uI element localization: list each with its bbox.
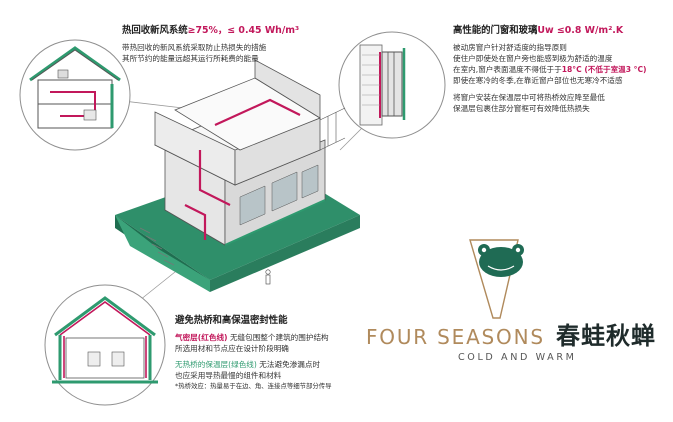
heat-recovery-title-value: ≥75%，≤ 0.45 Wh/m³ [187, 25, 300, 36]
windows-title-text: 高性能的门窗和玻璃 [453, 25, 538, 36]
heat-recovery-title: 热回收新风系统≥75%，≤ 0.45 Wh/m³ [122, 22, 299, 36]
insulation-layer-text: 无法避免渗漏点时 [259, 360, 321, 369]
heat-recovery-section: 热回收新风系统≥75%，≤ 0.45 Wh/m³ 带热回收的新风系统采取防止热损… [122, 22, 299, 64]
windows-temp-value: 18°C (不低于室温3 °C) [561, 65, 647, 74]
thermal-bridge-footnote: *热桥效应：热量易于在边、角、连接点等细节部分传导 [175, 382, 332, 390]
brand-name-en: FOUR SEASONS [366, 325, 545, 349]
airtight-layer-line-2: 所选用材和节点应在设计阶段明确 [175, 344, 289, 353]
brand-block: FOUR SEASONS 春蛙秋蝉 [366, 316, 656, 351]
brand-name-cn: 春蛙秋蝉 [555, 322, 656, 350]
insulation-layer-label: 无热桥的保温层(绿色线) [175, 360, 257, 369]
thermal-bridge-section: 避免热桥和高保温密封性能 气密层(红色线) 无缝包围整个建筑的围护结构 所选用材… [175, 312, 332, 392]
windows-line-1: 被动房窗户针对舒适度的指导原则 [453, 43, 567, 52]
windows-title: 高性能的门窗和玻璃Uw ≤0.8 W/m².K [453, 22, 647, 36]
window-detail-icon [338, 31, 446, 139]
airtight-layer-label: 气密层(红色线) [175, 333, 228, 342]
windows-line-3: 在室内,窗户表面温度不得低于于 [453, 65, 562, 74]
windows-title-value: Uw ≤0.8 W/m².K [537, 25, 624, 36]
ventilation-house-icon [19, 39, 131, 151]
windows-line-4: 即使在寒冷的冬季,在靠近窗户部位也无寒冷不适感 [453, 76, 623, 85]
windows-line-5: 将窗户安装在保温层中可将热桥效应降至最低 [453, 93, 605, 102]
airtight-layer-text: 无缝包围整个建筑的围护结构 [229, 333, 329, 342]
envelope-section-icon [44, 284, 166, 406]
thermal-bridge-title: 避免热桥和高保温密封性能 [175, 315, 288, 326]
windows-line-2: 使住户即使处在窗户旁也能感到极为舒适的温度 [453, 54, 613, 63]
heat-recovery-title-text: 热回收新风系统 [122, 25, 188, 36]
windows-glazing-section: 高性能的门窗和玻璃Uw ≤0.8 W/m².K 被动房窗户针对舒适度的指导原则 … [453, 22, 647, 114]
brand-tagline: COLD AND WARM [458, 352, 577, 363]
insulation-layer-line-2: 也应采用导热最慢的组件和材料 [175, 371, 282, 380]
windows-line-6: 保温层包裹住部分窗框可有效降低热损失 [453, 104, 590, 113]
passive-house-model [115, 59, 360, 292]
frog-head-icon [469, 239, 524, 319]
heat-recovery-line-2: 其所节约的能量远超其运行所耗费的能量 [122, 54, 259, 63]
heat-recovery-line-1: 带热回收的新风系统采取防止热损失的措施 [122, 43, 267, 52]
